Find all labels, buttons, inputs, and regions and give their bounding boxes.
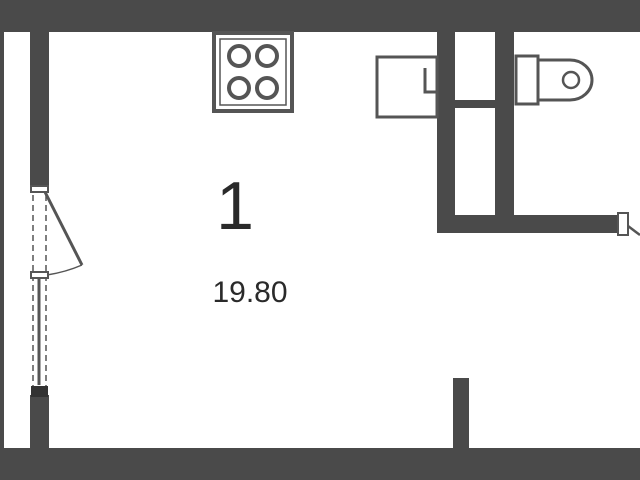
left-wall-upper: [30, 30, 49, 188]
window-icon: [30, 185, 49, 397]
sink-icon: [375, 55, 439, 119]
toilet-icon: [514, 54, 594, 106]
bathroom-wall-left: [437, 30, 455, 233]
bathroom-wall-middle: [495, 30, 514, 233]
top-wall: [0, 0, 640, 32]
left-wall-lower: [30, 395, 49, 450]
stub-wall: [453, 378, 469, 450]
bottom-wall: [0, 448, 640, 480]
stove-icon: [212, 31, 294, 113]
bathroom-wall-bottom: [437, 215, 620, 233]
swing-door-icon: [43, 191, 84, 276]
left-edge-shadow: [0, 32, 4, 448]
room-area: 19.80: [212, 276, 288, 309]
bathroom-partition: [437, 100, 507, 108]
room-number: 1: [216, 168, 254, 244]
right-door-icon: [617, 212, 640, 236]
